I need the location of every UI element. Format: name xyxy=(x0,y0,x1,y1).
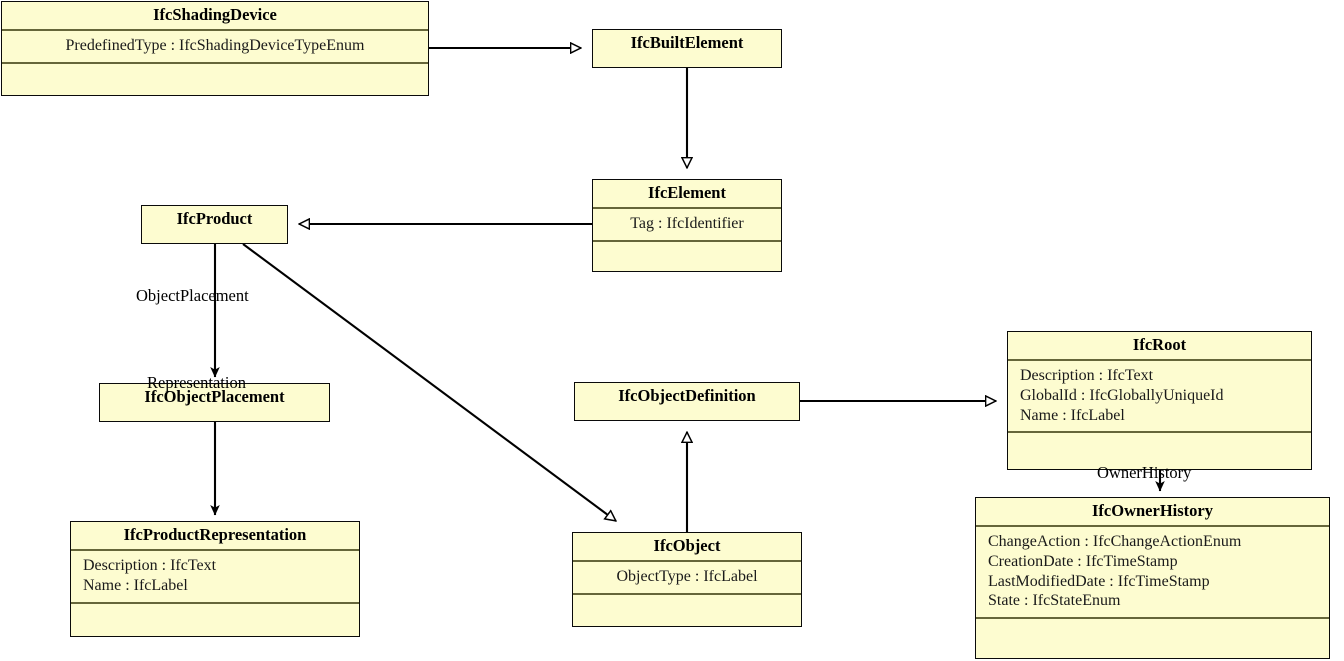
edge-label-ownerhistory: OwnerHistory xyxy=(1097,463,1192,482)
class-attribute: PredefinedType : IfcShadingDeviceTypeEnu… xyxy=(65,37,365,55)
class-attribute: Name : IfcLabel xyxy=(1020,406,1125,424)
class-attributes: PredefinedType : IfcShadingDeviceTypeEnu… xyxy=(2,29,428,62)
class-operations xyxy=(2,61,428,82)
class-attribute: State : IfcStateEnum xyxy=(988,592,1121,610)
uml-class-ifcproduct[interactable]: IfcProduct xyxy=(141,205,288,244)
class-name: IfcObjectDefinition xyxy=(618,386,756,405)
class-name: IfcRoot xyxy=(1132,335,1187,354)
class-attributes: Tag : IfcIdentifier xyxy=(593,207,781,240)
class-attributes: ObjectType : IfcLabel xyxy=(573,560,801,593)
class-attribute: Tag : IfcIdentifier xyxy=(630,215,744,233)
class-operations xyxy=(976,616,1329,637)
edge-label-objectplacement: ObjectPlacement xyxy=(136,286,249,305)
edge-label-representation: Representation xyxy=(147,373,246,392)
class-name: IfcObject xyxy=(653,536,721,555)
class-attribute: Description : IfcText xyxy=(83,557,217,575)
uml-class-ifcbuiltelement[interactable]: IfcBuiltElement xyxy=(592,29,782,68)
class-operations xyxy=(593,239,781,260)
uml-class-ifcobjectdefinition[interactable]: IfcObjectDefinition xyxy=(574,382,800,421)
class-attribute: Name : IfcLabel xyxy=(83,576,188,594)
class-attribute: Description : IfcText xyxy=(1020,367,1154,385)
class-attribute: LastModifiedDate : IfcTimeStamp xyxy=(988,572,1210,590)
class-operations xyxy=(1008,431,1311,451)
class-name: IfcElement xyxy=(648,183,726,202)
class-attribute: ChangeAction : IfcChangeActionEnum xyxy=(988,533,1242,551)
class-name: IfcProductRepresentation xyxy=(123,525,307,544)
class-attribute: ObjectType : IfcLabel xyxy=(616,568,758,586)
class-attribute: CreationDate : IfcTimeStamp xyxy=(988,552,1178,570)
class-name: IfcProduct xyxy=(176,209,253,228)
class-operations xyxy=(71,601,359,622)
class-name: IfcShadingDevice xyxy=(153,5,277,24)
class-attribute: GlobalId : IfcGloballyUniqueId xyxy=(1020,386,1224,404)
class-name: IfcOwnerHistory xyxy=(1092,501,1213,520)
class-name: IfcBuiltElement xyxy=(630,33,744,52)
class-operations xyxy=(573,592,801,613)
